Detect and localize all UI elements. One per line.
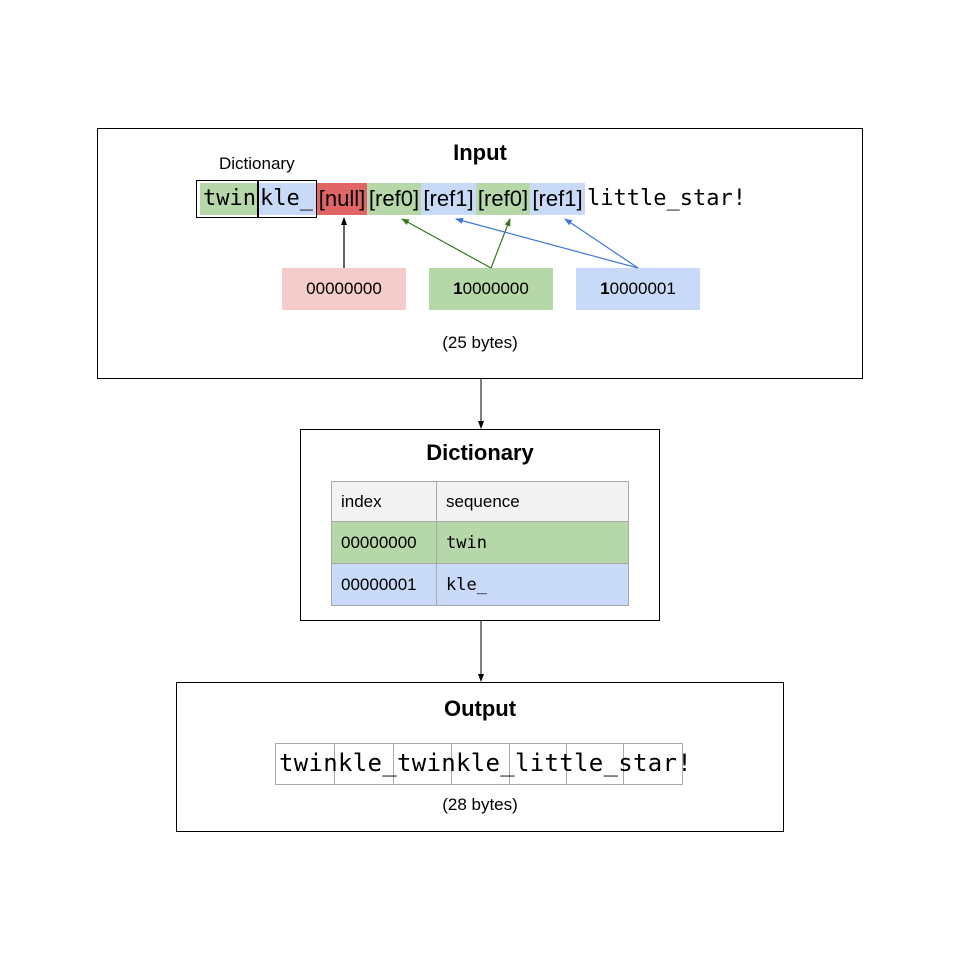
segment-ref1-second: [ref1]	[530, 183, 585, 215]
row-index: 00000001	[331, 563, 437, 606]
input-box	[97, 128, 863, 379]
row-sequence: twin	[436, 521, 629, 564]
dictionary-entry-twin-box	[196, 180, 258, 218]
segment-twin: twin	[203, 186, 256, 211]
code-null-rest: 00000000	[306, 279, 382, 298]
code-ref1: 10000001	[576, 268, 700, 310]
table-header-row: index sequence	[331, 481, 629, 522]
dictionary-label: Dictionary	[219, 154, 295, 173]
output-title: Output	[443, 696, 517, 721]
segment-kle: kle_	[260, 186, 313, 211]
row-index: 00000000	[331, 521, 437, 564]
segment-null: [null]	[317, 183, 367, 215]
table-row: 00000001 kle_	[331, 563, 629, 606]
twin-highlight	[200, 183, 258, 215]
row-sequence: kle_	[436, 563, 629, 606]
output-size: (28 bytes)	[442, 795, 518, 814]
arrow-ref0-first	[401, 218, 492, 269]
kle-highlight	[258, 183, 316, 215]
segment-ref1-first: [ref1]	[421, 183, 476, 215]
arrow-ref1-second	[564, 218, 639, 269]
code-ref0-flag-bit: 1	[453, 279, 463, 298]
code-ref0-rest: 0000000	[462, 279, 529, 298]
arrow-ref0-second	[490, 218, 511, 269]
dictionary-table: index sequence 00000000 twin 00000001 kl…	[331, 481, 629, 606]
output-text: twinkle_twinkle_little_star!	[279, 749, 692, 777]
code-ref1-flag-bit: 1	[600, 279, 610, 298]
code-ref0: 10000000	[429, 268, 553, 310]
code-ref1-rest: 0000001	[609, 279, 676, 298]
header-sequence: sequence	[436, 481, 629, 522]
arrow-ref1-first	[455, 217, 639, 269]
segment-ref0-second: [ref0]	[476, 183, 530, 215]
dictionary-title: Dictionary	[426, 440, 534, 465]
dictionary-entry-kle-box	[258, 180, 317, 218]
code-null: 00000000	[282, 268, 406, 310]
table-row: 00000000 twin	[331, 521, 629, 564]
segment-tail: little_star!	[587, 186, 746, 211]
input-size: (25 bytes)	[442, 333, 518, 352]
segment-ref0-first: [ref0]	[367, 183, 421, 215]
output-cell	[623, 743, 683, 785]
input-title: Input	[453, 140, 507, 165]
